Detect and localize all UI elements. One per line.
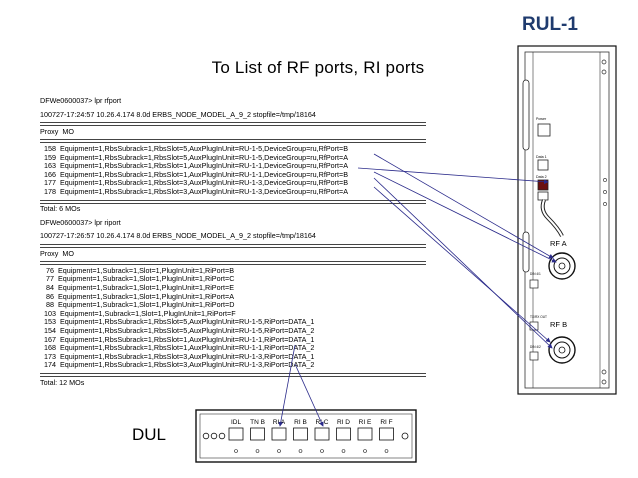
separator-line: • (40, 370, 480, 379)
dul-port-led (255, 449, 260, 453)
svg-text:RF B: RF B (550, 320, 567, 329)
listing-line: •100727-17:26:57 10.26.4.174 8.0d ERBS_N… (40, 232, 480, 241)
dul-port-connector (293, 427, 308, 441)
listing-line: • 88 Equipment=1,Subrack=1,Slot=1,PlugIn… (40, 301, 480, 310)
rul-1-label: RUL-1 (522, 14, 578, 35)
dul-port-label: IDL (231, 419, 242, 426)
listing-line: • 103 Equipment=1,Subrack=1,Slot=1,PlugI… (40, 310, 480, 319)
listing-line: • 153 Equipment=1,RbsSubrack=1,RbsSlot=5… (40, 318, 480, 327)
listing-line: • 173 Equipment=1,RbsSubrack=1,RbsSlot=3… (40, 353, 480, 362)
listing-text: 163 Equipment=1,RbsSubrack=1,RbsSlot=1,A… (40, 162, 349, 171)
dul-port-led (277, 449, 281, 453)
listing-line: •Proxy MO (40, 250, 480, 259)
svg-text:TX/RX OUT: TX/RX OUT (530, 315, 547, 319)
dul-port-connector (250, 427, 265, 441)
listing-line: • 77 Equipment=1,Subrack=1,Slot=1,PlugIn… (40, 275, 480, 284)
listing-text: 168 Equipment=1,RbsSubrack=1,RbsSlot=1,A… (40, 344, 315, 353)
listing-text: 166 Equipment=1,RbsSubrack=1,RbsSlot=1,A… (40, 170, 349, 179)
dul-port-led (384, 449, 389, 453)
dul-port-connector (271, 427, 287, 441)
listing-line: •Total: 6 MOs (40, 205, 480, 214)
listing-line: •Total: 12 MOs (40, 379, 480, 388)
listing-line: • 178 Equipment=1,RbsSubrack=1,RbsSlot=3… (40, 188, 480, 197)
listing-text: 174 Equipment=1,RbsSubrack=1,RbsSlot=3,A… (40, 361, 315, 370)
slide-title: To List of RF ports, RI ports (211, 58, 425, 77)
svg-text:RF A: RF A (550, 239, 567, 248)
listing-text: 103 Equipment=1,Subrack=1,Slot=1,PlugInU… (40, 309, 236, 318)
separator-line: • (40, 197, 480, 206)
svg-text:DIN 4/2: DIN 4/2 (530, 345, 541, 349)
separator-line: • (40, 136, 480, 145)
dul-port-label: RI B (294, 419, 307, 426)
dul-port-led (363, 449, 367, 453)
separator-line: • (40, 241, 480, 250)
listing-line: •Proxy MO (40, 128, 480, 137)
listing-line: • 167 Equipment=1,RbsSubrack=1,RbsSlot=1… (40, 336, 480, 345)
listing-text: 154 Equipment=1,RbsSubrack=1,RbsSlot=5,A… (40, 327, 315, 335)
listing-text: DFWe0600037> lpr riport (40, 218, 121, 227)
listing-text: Proxy MO (40, 127, 74, 136)
dul-port-connector (336, 427, 351, 441)
listing-text: 178 Equipment=1,RbsSubrack=1,RbsSlot=3,A… (40, 188, 349, 196)
dul-port-led (298, 449, 303, 453)
dul-port-connector (228, 427, 244, 441)
listing-line: • 86 Equipment=1,Subrack=1,Slot=1,PlugIn… (40, 293, 480, 302)
rul-1-unit: Power Data 1 Data 2 RF A DIN 4/1 TX/RX O… (517, 45, 617, 395)
listing-text: 77 Equipment=1,Subrack=1,Slot=1,PlugInUn… (40, 275, 235, 284)
listing-line: •100727-17:24:57 10.26.4.174 8.0d ERBS_N… (40, 111, 480, 120)
dul-port-led (320, 449, 324, 453)
listing-line: • 76 Equipment=1,Subrack=1,Slot=1,PlugIn… (40, 267, 480, 276)
listing-line: •DFWe0600037> lpr riport (40, 219, 480, 228)
dul-port-label: RI A (273, 419, 286, 426)
svg-text:Data 2: Data 2 (536, 175, 547, 179)
listing-text: 173 Equipment=1,RbsSubrack=1,RbsSlot=3,A… (40, 352, 315, 361)
listing-line: • 168 Equipment=1,RbsSubrack=1,RbsSlot=1… (40, 344, 480, 353)
dul-port-label: TN B (250, 419, 265, 426)
listing-text: 153 Equipment=1,RbsSubrack=1,RbsSlot=5,A… (40, 318, 315, 327)
separator-line: • (40, 258, 480, 267)
listing-text: DFWe0600037> lpr rfport (40, 97, 122, 105)
listing-text: 158 Equipment=1,RbsSubrack=1,RbsSlot=5,A… (40, 145, 349, 153)
listing-text: 159 Equipment=1,RbsSubrack=1,RbsSlot=5,A… (40, 153, 349, 162)
listing-line: • 163 Equipment=1,RbsSubrack=1,RbsSlot=1… (40, 162, 480, 171)
listing-text: 167 Equipment=1,RbsSubrack=1,RbsSlot=1,A… (40, 335, 315, 344)
dul-port-led (234, 449, 238, 453)
listing-text: 76 Equipment=1,Subrack=1,Slot=1,PlugInUn… (40, 266, 234, 275)
listing-text: 177 Equipment=1,RbsSubrack=1,RbsSlot=3,A… (40, 179, 349, 188)
listing-text: 86 Equipment=1,Subrack=1,Slot=1,PlugInUn… (40, 292, 234, 301)
listing-text: 88 Equipment=1,Subrack=1,Slot=1,PlugInUn… (40, 301, 235, 310)
listing-line: • 158 Equipment=1,RbsSubrack=1,RbsSlot=5… (40, 145, 480, 154)
svg-text:Data 1: Data 1 (536, 155, 547, 159)
listing-line: •DFWe0600037> lpr rfport (40, 97, 480, 106)
separator-line: • (40, 119, 480, 128)
dul-port-connector (314, 427, 330, 441)
dul-port-led (341, 449, 346, 453)
listing-line: • 84 Equipment=1,Subrack=1,Slot=1,PlugIn… (40, 284, 480, 293)
dul-port-connector (379, 427, 394, 441)
listing-line: • 166 Equipment=1,RbsSubrack=1,RbsSlot=1… (40, 171, 480, 180)
listing-line: • 159 Equipment=1,RbsSubrack=1,RbsSlot=5… (40, 154, 480, 163)
listing-line: • 174 Equipment=1,RbsSubrack=1,RbsSlot=3… (40, 361, 480, 370)
dul-port-label: RI E (359, 419, 372, 426)
dul-port-label: RI F (380, 419, 392, 426)
listing-text: 84 Equipment=1,Subrack=1,Slot=1,PlugInUn… (40, 284, 234, 292)
listing-line: • 177 Equipment=1,RbsSubrack=1,RbsSlot=3… (40, 179, 480, 188)
power-text: Power (536, 117, 547, 121)
listing-text: 100727-17:24:57 10.26.4.174 8.0d ERBS_NO… (40, 110, 316, 119)
dul-label: DUL (132, 425, 167, 444)
dul-port-connector (357, 427, 373, 441)
listing-text: Total: 6 MOs (40, 205, 81, 214)
listing-text: 100727-17:26:57 10.26.4.174 8.0d ERBS_NO… (40, 232, 316, 241)
listing-line: • 154 Equipment=1,RbsSubrack=1,RbsSlot=5… (40, 327, 480, 336)
listing-text: Total: 12 MOs (40, 378, 85, 387)
svg-text:DIN 4/1: DIN 4/1 (530, 272, 541, 276)
listing-text: Proxy MO (40, 249, 74, 258)
connection-arrows (278, 153, 557, 427)
dul-port-label: RI D (337, 419, 350, 426)
